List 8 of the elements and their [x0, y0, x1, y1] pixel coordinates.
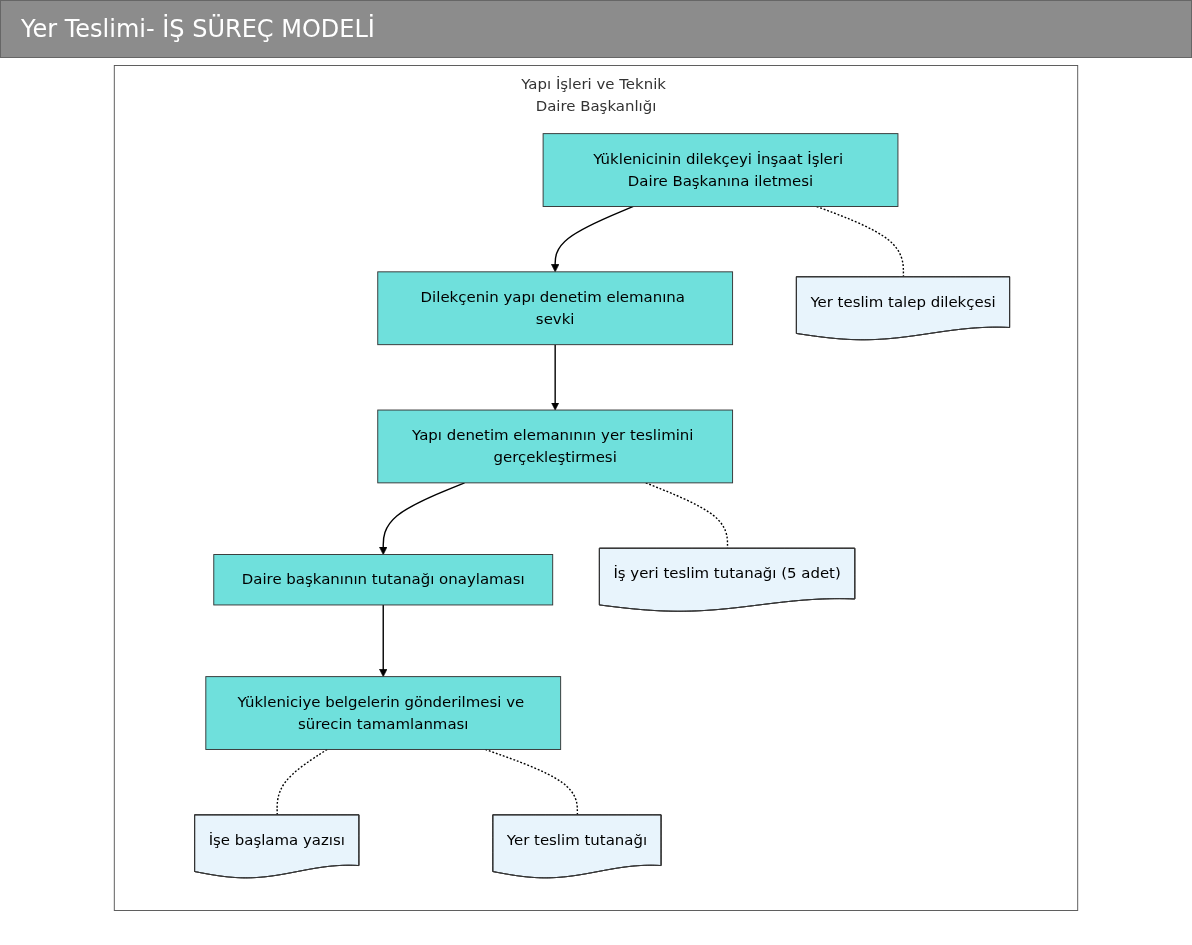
arrow — [379, 604, 388, 677]
node-box: Daire başkanının tutanağı onaylaması — [213, 554, 554, 606]
node-box: Yüklenicinin dilekçeyi İnşaat İşleri Daire Başkanına iletmesi — [542, 133, 899, 207]
node-box: Yapı denetim elemanının yer teslimini gerçekleştirmesi — [377, 409, 734, 484]
node-box: Yükleniciye belgelerin gönderilmesi ve sürecin tamamlanması — [205, 676, 562, 750]
arrow — [551, 343, 560, 411]
diagram-title: Yer Teslimi- İŞ SÜREÇ MODELİ — [0, 0, 1192, 58]
node-box: Dilekçenin yapı denetim elemanına sevki — [377, 271, 734, 346]
